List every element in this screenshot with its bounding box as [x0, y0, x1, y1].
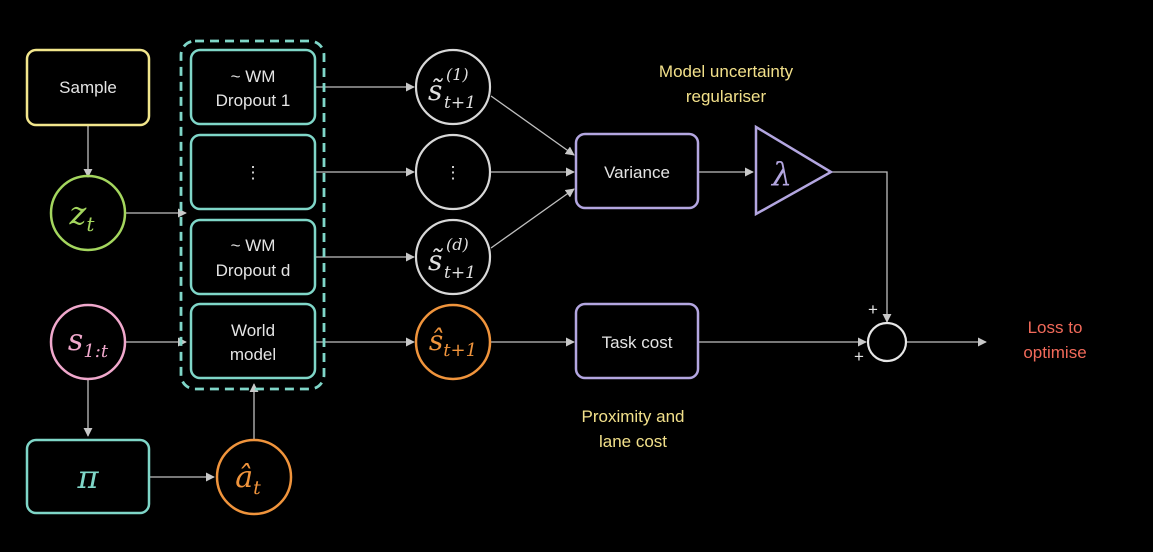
wm-dropout-d-line1: ~ WM [231, 236, 276, 255]
s-tilde-1-node: s̃ (1) t+1 [414, 48, 492, 126]
s-tilde-d-sup: (d) [446, 235, 469, 254]
s-hat-label: ŝt+1 [429, 324, 477, 361]
sum-node: + + [854, 300, 908, 366]
task-cost-label: Task cost [602, 333, 673, 352]
connector-lines [83, 82, 987, 482]
s-tilde-1-sup: (1) [446, 65, 469, 84]
wm-dropout-1-node: ~ WM Dropout 1 [189, 48, 317, 126]
sample-node: Sample [25, 48, 151, 127]
task-cost-node: Task cost [574, 302, 700, 380]
lambda-gain-node: λ [754, 124, 834, 217]
uncertainty-annotation-line1: Model uncertainty [659, 62, 794, 81]
world-model-node: World model [189, 302, 317, 380]
wm-dropout-d-node: ~ WM Dropout d [189, 218, 317, 296]
proximity-annotation-line2: lane cost [599, 432, 667, 451]
arrow-lambda-to-sum [832, 171, 892, 323]
ellipsis-circle-label: ⋮ [445, 163, 462, 182]
variance-label: Variance [604, 163, 670, 182]
wm-ellipsis-node: ⋮ [189, 133, 317, 211]
lambda-label: λ [770, 155, 792, 193]
wm-ellipsis-label: ⋮ [245, 163, 262, 182]
loss-annotation-line2: optimise [1023, 343, 1086, 362]
s-1t-label: s1:t [68, 323, 109, 362]
sum-plus-bottom: + [854, 347, 864, 366]
uncertainty-annotation-line2: regulariser [686, 87, 767, 106]
proximity-annotation-line1: Proximity and [582, 407, 685, 426]
wm-dropout-1-line2: Dropout 1 [216, 91, 291, 110]
variance-node: Variance [574, 132, 700, 210]
z-t-label: zt [69, 194, 96, 236]
world-model-line1: World [231, 321, 275, 340]
sample-label: Sample [59, 78, 117, 97]
arrow-s1-to-variance [490, 95, 575, 156]
loss-annotation-line1: Loss to [1028, 318, 1083, 337]
pi-label: π [76, 458, 99, 496]
a-t-label: ât [235, 460, 261, 499]
policy-node: π [25, 438, 151, 515]
s-tilde-d-sub: t+1 [444, 263, 476, 283]
wm-dropout-d-line2: Dropout d [216, 261, 291, 280]
ellipsis-circle-node: ⋮ [414, 133, 492, 211]
s-tilde-d-node: s̃ (d) t+1 [414, 218, 492, 296]
s-1t-node: s1:t [49, 303, 127, 381]
a-t-node: ât [215, 438, 293, 516]
s-tilde-1-sub: t+1 [444, 93, 476, 113]
world-model-line2: model [230, 345, 276, 364]
s-tilde-d-base: s̃ [428, 244, 444, 277]
s-hat-node: ŝt+1 [414, 303, 492, 381]
sum-plus-top: + [868, 300, 878, 319]
arrow-sd-to-variance [490, 188, 575, 249]
z-t-node: zt [49, 174, 127, 252]
s-tilde-1-base: s̃ [428, 74, 444, 107]
wm-dropout-1-line1: ~ WM [231, 67, 276, 86]
